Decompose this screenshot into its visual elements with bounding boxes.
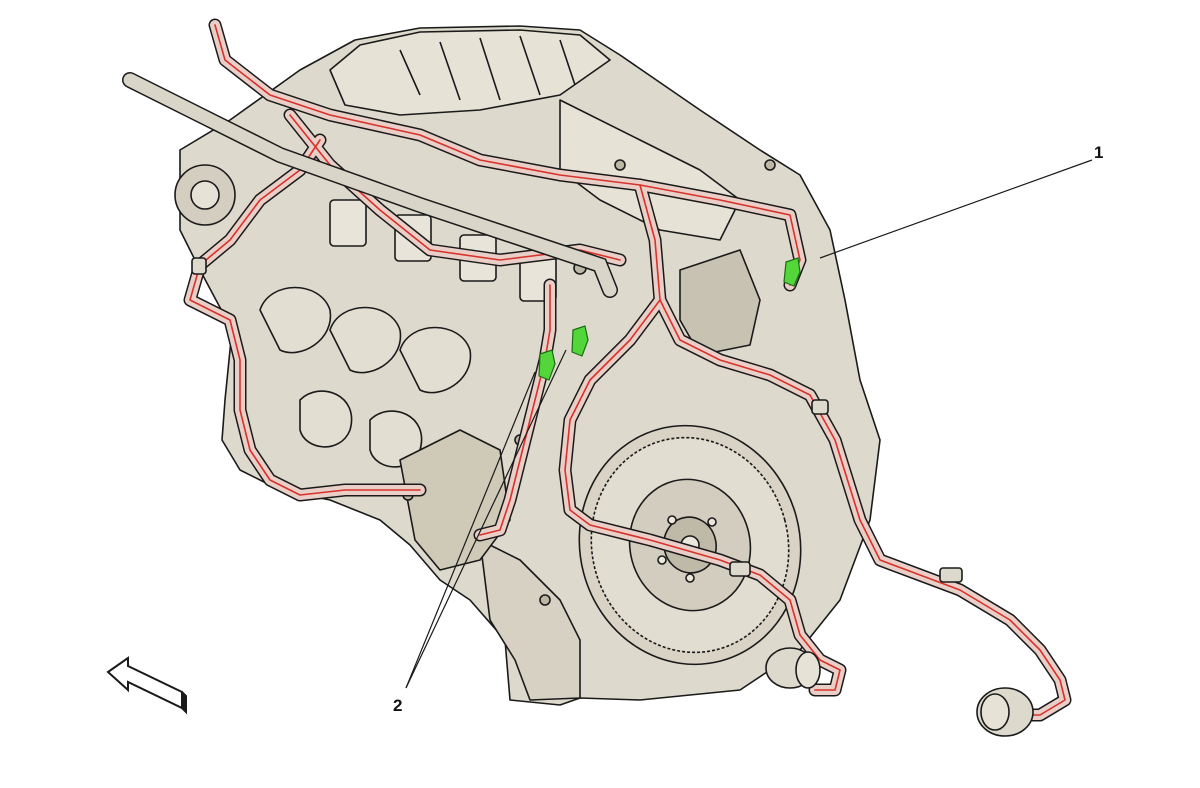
callout-label-1: 1 bbox=[1094, 143, 1104, 162]
round-connector-left bbox=[765, 647, 821, 689]
callout-label-2: 2 bbox=[393, 696, 403, 715]
engine-assembly bbox=[174, 25, 881, 706]
round-connector-right bbox=[976, 687, 1034, 737]
exhaust-manifold bbox=[259, 286, 472, 468]
intake-tube bbox=[122, 72, 618, 298]
green-connector-2b bbox=[538, 349, 556, 381]
callout-leaders bbox=[405, 159, 1093, 689]
leader-line-2b bbox=[405, 349, 567, 689]
highlighted-connectors bbox=[538, 257, 801, 381]
oil-pan bbox=[479, 539, 581, 701]
leader-line-1 bbox=[819, 159, 1093, 259]
green-connector-2a bbox=[571, 325, 589, 357]
harness-connectors bbox=[191, 257, 1034, 737]
intake-manifold bbox=[329, 29, 741, 241]
leader-line-2a bbox=[405, 371, 536, 689]
inline-connector bbox=[939, 567, 963, 583]
front-direction-arrow-icon bbox=[106, 656, 187, 715]
green-connector-1 bbox=[783, 257, 801, 287]
throttle-body bbox=[679, 249, 761, 356]
